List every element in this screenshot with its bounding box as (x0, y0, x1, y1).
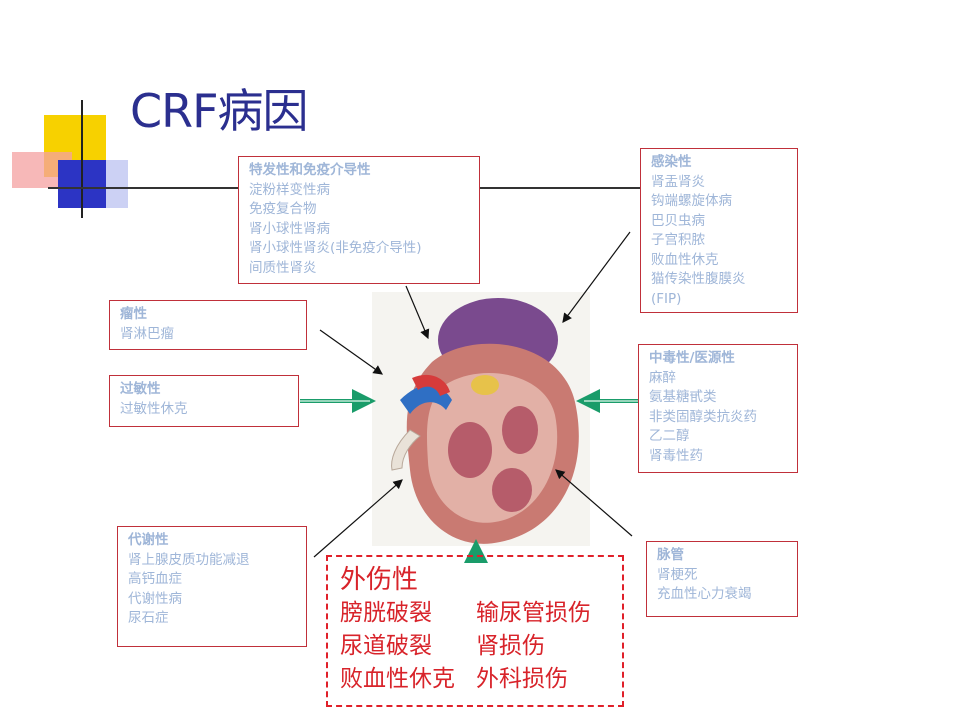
box-heading: 特发性和免疫介导性 (249, 162, 371, 178)
list-item: 氨基糖甙类 (649, 389, 717, 405)
box-heading: 脉管 (657, 547, 684, 563)
renal-pyramid-3 (492, 468, 532, 512)
yellow-detail (471, 375, 499, 395)
renal-artery (412, 374, 450, 396)
list-item: 肾淋巴瘤 (120, 325, 174, 342)
list-item: 猫传染性腹膜炎 (651, 271, 746, 287)
list-item: 肾毒性药 (649, 447, 703, 464)
list-item: 肾梗死 (657, 566, 698, 583)
box-heading: 过敏性 (120, 381, 161, 397)
box-heading: 代谢性 (128, 532, 169, 548)
trauma-item: 输尿管损伤 (476, 600, 591, 626)
list-item: (FIP) (651, 290, 682, 307)
list-item: 非类固醇类抗炎药 (649, 408, 757, 425)
list-item: 巴贝虫病 (651, 212, 705, 229)
list-item: 代谢性病 (128, 590, 182, 607)
trauma-item: 肾损伤 (476, 633, 545, 659)
box-heading: 感染性 (651, 154, 692, 170)
list-item: 子宫积脓 (651, 232, 705, 248)
list-item: 肾上腺皮质功能减退 (128, 551, 250, 568)
page-title: CRF病因 (130, 84, 309, 138)
trauma-row: 败血性休克外科损伤 (340, 663, 610, 696)
box-metabolic: 代谢性 肾上腺皮质功能减退 高钙血症 代谢性病 尿石症 (117, 526, 307, 647)
list-item: 淀粉样变性病 (249, 181, 330, 198)
list-item: 麻醉 (649, 369, 676, 386)
list-item: 肾小球性肾病 (249, 220, 330, 237)
arrow-metabolic (313, 479, 403, 558)
list-item: 乙二醇 (649, 428, 690, 444)
list-item: 充血性心力衰竭 (657, 586, 752, 602)
trauma-heading: 外伤性 (340, 565, 419, 595)
list-item: 高钙血症 (128, 571, 182, 587)
box-infection: 感染性 肾盂肾炎 钩端螺旋体病 巴贝虫病 子宫积脓 败血性休克 猫传染性腹膜炎 … (640, 148, 798, 313)
ureter (391, 429, 421, 471)
renal-pyramid-2 (502, 406, 538, 454)
box-toxic: 中毒性/医源性 麻醉 氨基糖甙类 非类固醇类抗炎药 乙二醇 肾毒性药 (638, 344, 798, 473)
renal-pyramid-1 (448, 422, 492, 478)
arrow-vascular (555, 469, 633, 537)
list-item: 肾盂肾炎 (651, 173, 705, 190)
arrow-tumor (319, 329, 383, 375)
box-heading: 瘤性 (120, 306, 147, 322)
box-trauma: 外伤性 膀胱破裂 输尿管损伤 尿道破裂 肾损伤 败血性休克外科损伤 (326, 555, 624, 707)
arrow-idiopathic (405, 285, 430, 340)
box-tumor: 瘤性 肾淋巴瘤 (109, 300, 307, 350)
light-blue-bar (106, 160, 128, 208)
trauma-row: 膀胱破裂 输尿管损伤 (340, 597, 610, 630)
trauma-item: 外科损伤 (476, 666, 568, 692)
box-idiopathic: 特发性和免疫介导性 淀粉样变性病 免疫复合物 肾小球性肾病 肾小球性肾炎(非免疫… (238, 156, 480, 284)
trauma-item: 尿道破裂 (340, 633, 432, 659)
list-item: 间质性肾炎 (249, 259, 317, 276)
trauma-row: 尿道破裂 肾损伤 (340, 630, 610, 663)
list-item: 败血性休克 (651, 251, 719, 268)
trauma-item: 膀胱破裂 (340, 600, 432, 626)
list-item: 尿石症 (128, 610, 169, 626)
list-item: 过敏性休克 (120, 400, 188, 417)
box-vascular: 脉管 肾梗死 充血性心力衰竭 (646, 541, 798, 617)
list-item: 肾小球性肾炎(非免疫介导性) (249, 240, 422, 256)
list-item: 免疫复合物 (249, 201, 317, 217)
box-allergy: 过敏性 过敏性休克 (109, 375, 299, 427)
arrow-infection (562, 231, 631, 323)
list-item: 钩端螺旋体病 (651, 193, 732, 209)
trauma-item: 败血性休克 (340, 666, 455, 692)
box-heading: 中毒性/医源性 (649, 350, 735, 366)
